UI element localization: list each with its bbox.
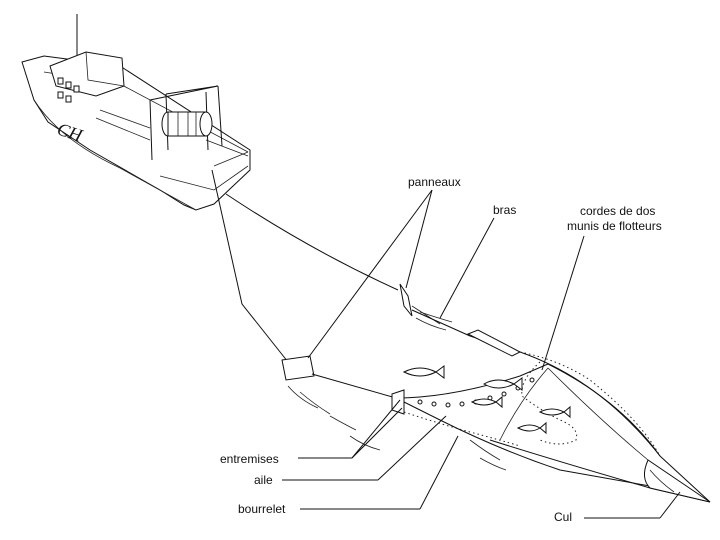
label-bras: bras <box>493 203 517 217</box>
fish-1 <box>402 365 445 379</box>
fish-5 <box>516 421 547 435</box>
trawl-net <box>311 309 711 503</box>
trawler-boat <box>21 14 251 211</box>
otter-board-near <box>281 355 331 415</box>
fish-2 <box>482 377 523 391</box>
label-aile: aile <box>254 473 273 487</box>
fish-4 <box>538 405 571 419</box>
label-bourrelet: bourrelet <box>238 502 286 516</box>
fish-3 <box>470 395 503 409</box>
label-entremises: entremises <box>220 452 279 466</box>
label-panneaux: panneaux <box>408 175 461 189</box>
warp-cables <box>211 169 399 363</box>
leader-lines <box>282 189 681 519</box>
otter-board-far <box>399 283 453 331</box>
label-cordes-de-dos-line2: munis de flotteurs <box>567 219 662 233</box>
fish-group <box>402 365 571 435</box>
label-cul: Cul <box>554 510 573 524</box>
label-cordes-de-dos-line1: cordes de dos <box>580 204 656 218</box>
